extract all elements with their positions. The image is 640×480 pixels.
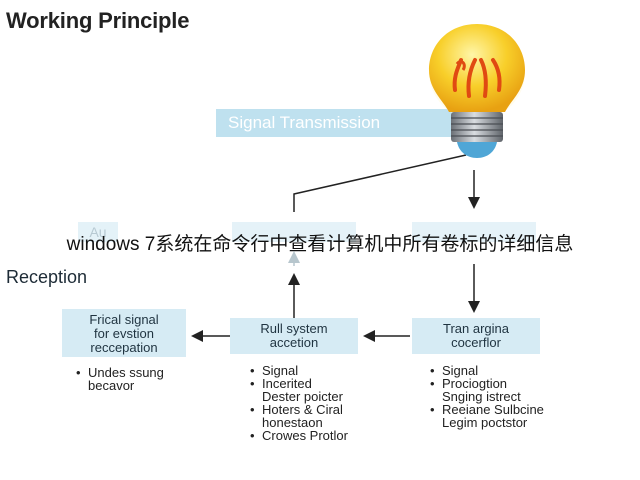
list-item: Crowes Protlor <box>248 429 398 442</box>
box-transmission-controller: Tran argina cocerflor <box>412 318 540 354</box>
ghost-box-middle <box>232 222 356 242</box>
page-title: Working Principle <box>6 8 190 33</box>
list-item: Signal <box>428 364 598 377</box>
reception-label: Reception <box>6 267 88 287</box>
box-signal-reception: Frical signal for evstion reccepation <box>62 309 186 357</box>
box-system-action: Rull system accetion <box>230 318 358 354</box>
list-item: Hoters & Ciral honestaon <box>248 403 398 429</box>
list-item: Incerited Dester poicter <box>248 377 398 403</box>
bulb-to-ghost-line <box>293 154 467 212</box>
list-item: Reeiane Sulbcine Legim poctstor <box>428 403 598 429</box>
signal-transmission-banner: Signal Transmission <box>216 109 454 137</box>
overlay-caption: windows 7系统在命令行中查看计算机中所有卷标的详细信息 <box>66 234 574 255</box>
list-item: Prociogtion Snging istrect <box>428 377 598 403</box>
list-middle: Signal Incerited Dester poicter Hoters &… <box>248 364 398 442</box>
list-left: Undes ssung becavor <box>74 366 224 392</box>
list-right: Signal Prociogtion Snging istrect Reeian… <box>428 364 598 429</box>
ghost-box-left: Au <box>78 222 118 242</box>
light-bulb-icon <box>429 24 525 158</box>
list-item: Signal <box>248 364 398 377</box>
ghost-box-right <box>412 222 536 242</box>
list-item: Undes ssung becavor <box>74 366 224 392</box>
